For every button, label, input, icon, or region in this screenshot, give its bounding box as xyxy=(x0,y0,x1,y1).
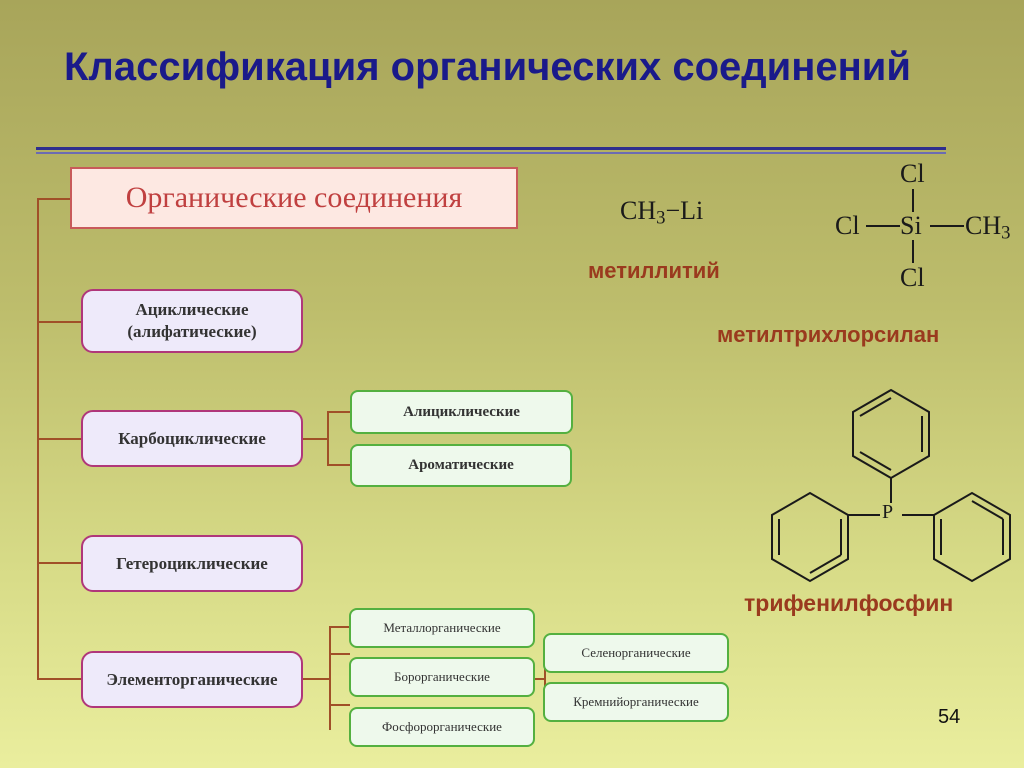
tree-connector-heterocyclic xyxy=(37,562,82,564)
carbocyclic-branch-stub xyxy=(303,438,328,440)
elementorganic-branch-metal xyxy=(329,626,350,628)
subclass-box-metalorganic: Металлорганические xyxy=(349,608,535,648)
title-rule-bottom xyxy=(36,152,946,154)
elementorganic-branch-stub xyxy=(303,678,330,680)
silane-si: Si xyxy=(900,211,922,240)
subclass-box-seleniumorganic: Селенорганические xyxy=(543,633,729,673)
subclass-box-aromatic: Ароматические xyxy=(350,444,572,487)
methyllithium-name: метиллитий xyxy=(588,258,720,283)
phosphorus-atom: P xyxy=(882,501,894,523)
carbocyclic-branch-alicyclic xyxy=(327,411,351,413)
root-box-organic-compounds: Органические соединения xyxy=(70,167,518,229)
class-box-acyclic: Ациклические (алифатические) xyxy=(81,289,303,353)
silane-ch: CH xyxy=(965,211,1002,240)
elementorganic-branch-vertical xyxy=(329,626,331,730)
tree-connector-carbocyclic xyxy=(37,438,82,440)
elementorganic-branch-right-stub xyxy=(535,678,545,680)
silane-cl-bottom: Cl xyxy=(900,263,925,292)
elementorganic-branch-phosphorus xyxy=(329,704,350,706)
methyllithium-sub: 3 xyxy=(656,207,666,229)
carbocyclic-branch-aromatic xyxy=(327,464,351,466)
tree-connector-elementorganic xyxy=(37,678,82,680)
subclass-box-alicyclic: Алициклические xyxy=(350,390,573,434)
silane-ch3-sub: 3 xyxy=(1001,222,1011,244)
page-number: 54 xyxy=(938,706,961,728)
class-box-heterocyclic: Гетероциклические xyxy=(81,535,303,592)
subclass-box-boronorganic: Борорганические xyxy=(349,657,535,697)
title-rule-top xyxy=(36,147,946,150)
methyllithium-li: Li xyxy=(680,196,704,225)
tree-connector-acyclic xyxy=(37,321,82,323)
methyllithium-ch: CH xyxy=(620,196,657,225)
subclass-box-phosphorusorganic: Фосфорорганические xyxy=(349,707,535,747)
silane-cl-top: Cl xyxy=(900,159,925,188)
slide-title: Классификация органических соединений xyxy=(64,45,911,89)
class-box-elementorganic: Элементорганические xyxy=(81,651,303,708)
silane-cl-left: Cl xyxy=(835,211,860,240)
methyllithium-bond: − xyxy=(665,196,681,225)
methyllithium-formula: CH3−Li xyxy=(620,196,703,230)
tree-connector-root xyxy=(37,198,71,200)
carbocyclic-branch-vertical xyxy=(327,411,329,465)
elementorganic-branch-boron xyxy=(329,653,350,655)
methyltrichlorosilane-name: метилтрихлорсилан xyxy=(717,322,940,347)
class-box-carbocyclic: Карбоциклические xyxy=(81,410,303,467)
silane-ch3: CH3 xyxy=(965,211,1010,245)
triphenylphosphine-name: трифенилфосфин xyxy=(744,590,954,616)
subclass-box-siliconorganic: Кремнийорганические xyxy=(543,682,729,722)
elementorganic-branch-right-vertical xyxy=(544,650,546,702)
